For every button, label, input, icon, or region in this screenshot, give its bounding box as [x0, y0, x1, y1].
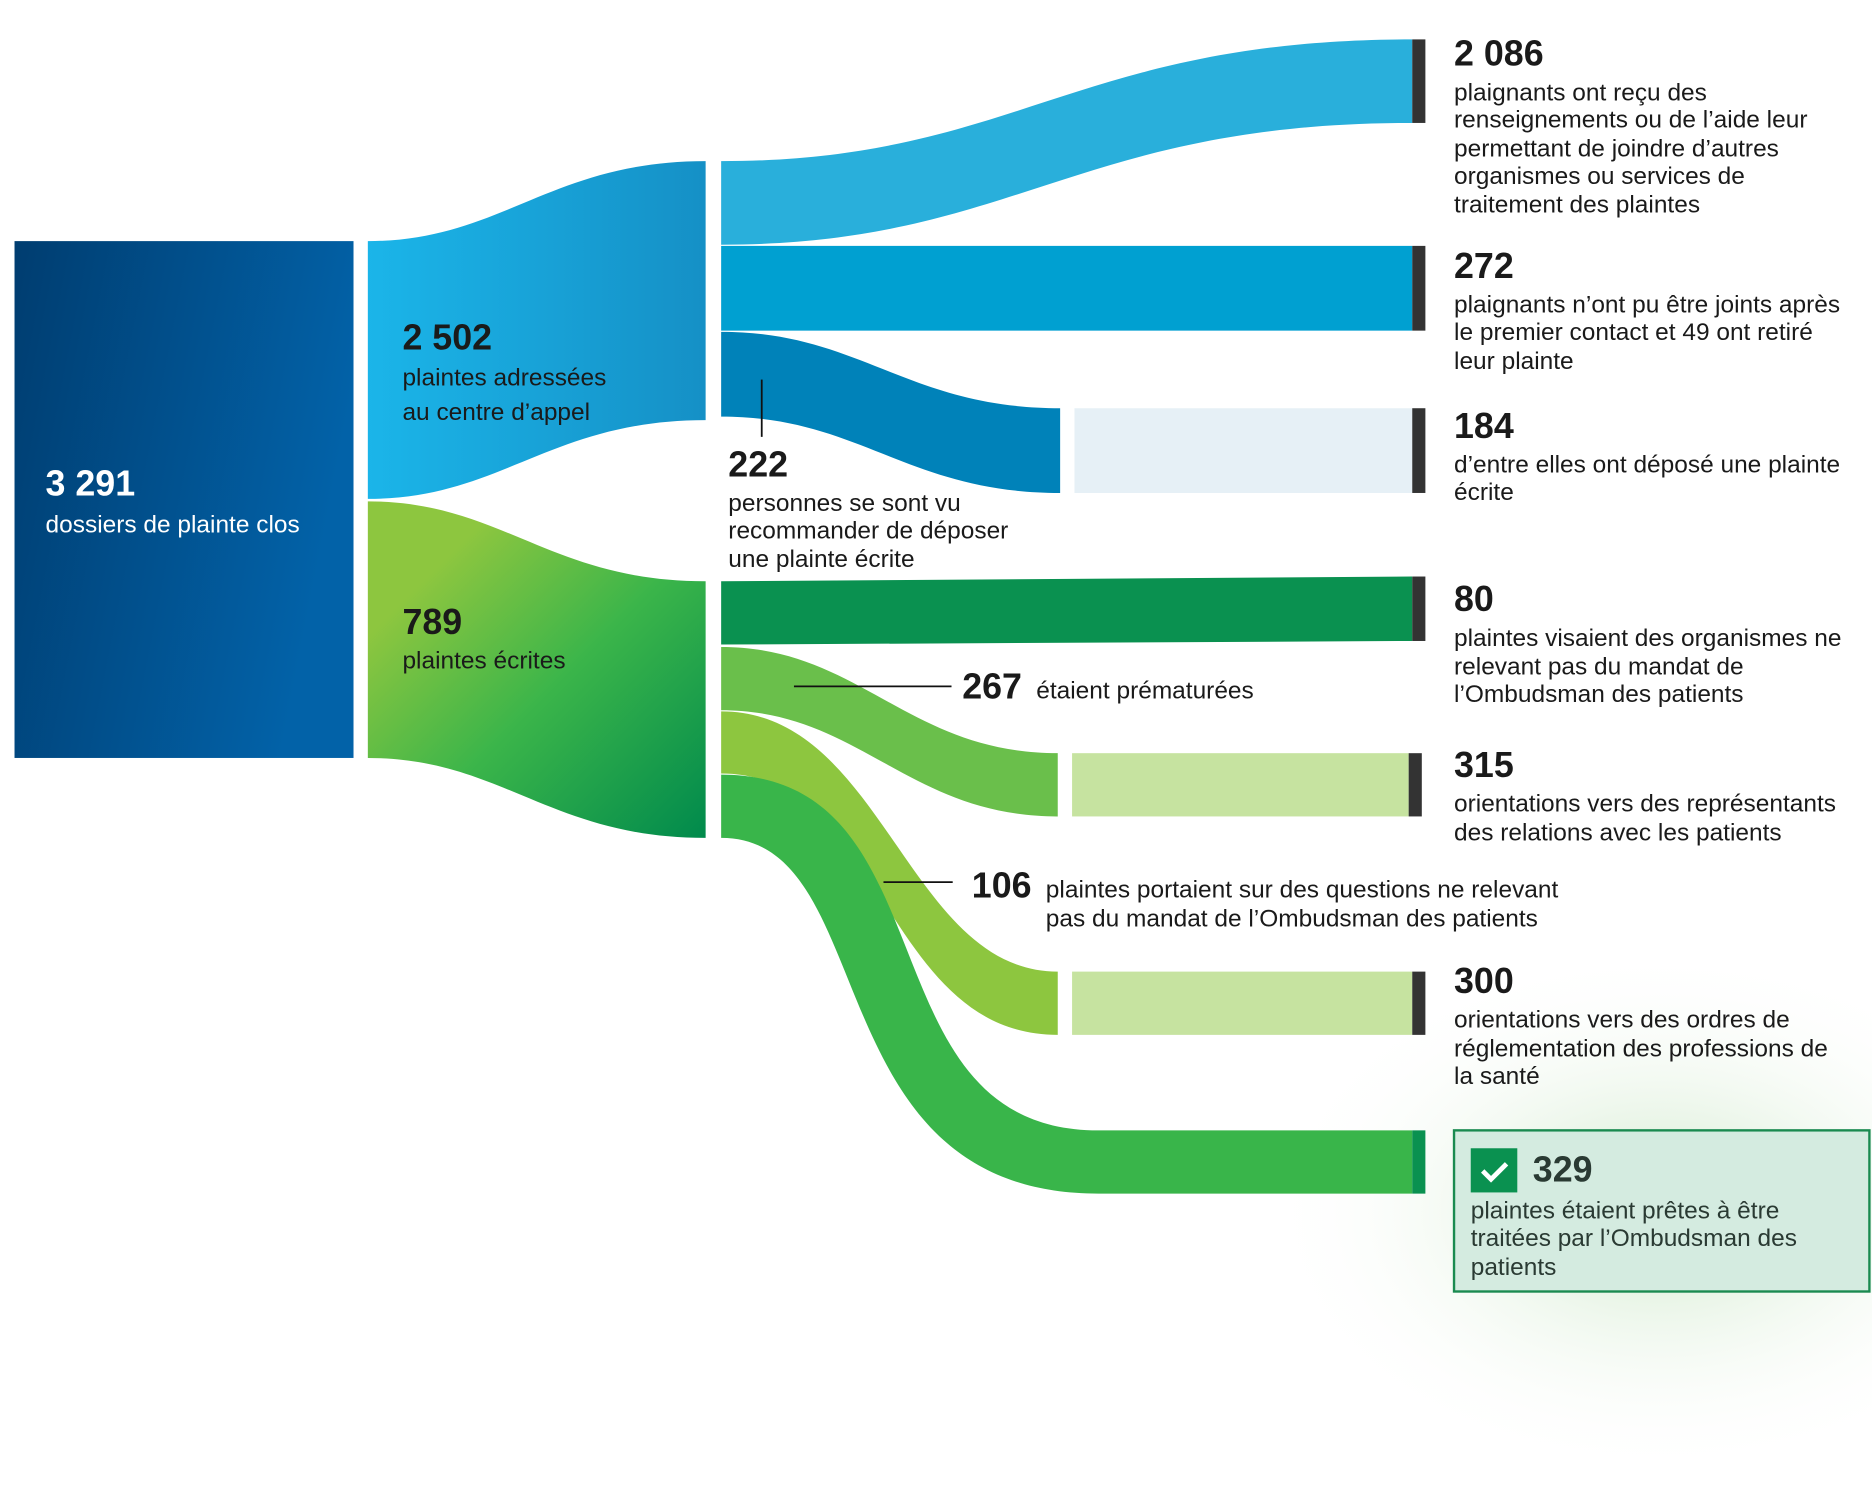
label-written-text: plaintes écrites: [402, 647, 565, 674]
label-outside-q-number: 106: [972, 866, 1032, 906]
cap-orders: [1412, 971, 1426, 1035]
label-unreached-number: 272: [1454, 246, 1514, 286]
label-filed-number: 184: [1454, 406, 1514, 446]
label-ready-number: 329: [1533, 1150, 1593, 1190]
check-badge: [1470, 1148, 1518, 1193]
label-premature-text: étaient prématurées: [1036, 677, 1254, 704]
label-filed-text: d’entre elles ont déposé une plainte écr…: [1454, 452, 1847, 506]
link-outside-org: [721, 576, 1413, 645]
label-total-number: 3 291: [46, 463, 136, 503]
cap-outside-org: [1412, 576, 1426, 641]
label-callcenter-number: 2 502: [402, 318, 492, 358]
node-callcenter: [367, 161, 706, 499]
link-info: [721, 39, 1413, 245]
label-outside-org-text: plaintes visaient des organismes ne rele…: [1454, 625, 1848, 708]
label-info-number: 2 086: [1454, 34, 1544, 74]
link-ready: [721, 774, 1413, 1194]
label-ready-text: plaintes étaient prêtes à être traitées …: [1471, 1198, 1804, 1281]
label-rep-text: orientations vers des représentants des …: [1454, 791, 1843, 847]
bar-rep: [1072, 753, 1409, 817]
cap-filed: [1412, 408, 1426, 493]
label-outside-q-text: plaintes portaient sur des questions ne …: [1046, 877, 1565, 933]
label-orders-text: orientations vers des ordres de réglemen…: [1454, 1007, 1835, 1090]
label-outside-org-number: 80: [1454, 579, 1494, 619]
label-recommended-number: 222: [728, 444, 788, 484]
cap-unreached: [1412, 245, 1426, 331]
cap-info: [1412, 39, 1426, 123]
label-unreached-text: plaignants n’ont pu être joints après le…: [1454, 292, 1847, 375]
node-total: [14, 241, 354, 758]
cap-rep: [1408, 753, 1422, 817]
label-recommended-text: personnes se sont vu recommander de dépo…: [728, 490, 1015, 573]
label-orders-number: 300: [1454, 961, 1514, 1001]
link-outside-q: [721, 711, 1058, 1035]
link-recommended: [721, 331, 1061, 493]
bar-orders: [1072, 971, 1413, 1035]
label-total-text: dossiers de plainte clos: [46, 511, 300, 538]
label-written-number: 789: [402, 602, 462, 642]
label-info-text: plaignants ont reçu des renseignements o…: [1454, 79, 1814, 218]
highlight-box: [1452, 1129, 1871, 1293]
node-written: [367, 501, 706, 838]
check-icon: [1480, 1162, 1509, 1183]
cap-ready: [1412, 1130, 1426, 1194]
link-unreached: [721, 245, 1413, 331]
label-rep-number: 315: [1454, 745, 1514, 785]
link-premature: [721, 646, 1058, 817]
bar-filed: [1074, 408, 1413, 493]
label-premature-number: 267: [962, 666, 1022, 706]
